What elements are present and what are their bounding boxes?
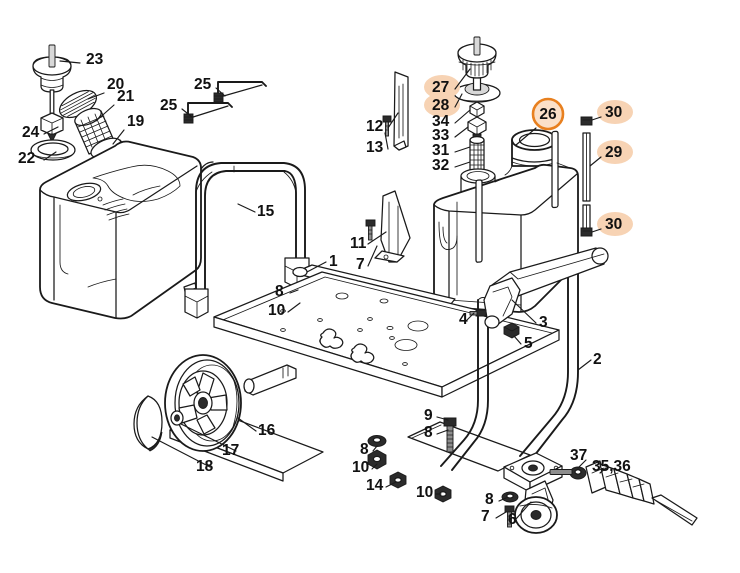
deck-stiffeners bbox=[319, 328, 375, 364]
part-1-base-frame bbox=[169, 264, 560, 482]
callout-27[interactable]: 27 bbox=[432, 79, 449, 96]
callout-29[interactable]: 29 bbox=[605, 144, 623, 161]
leader-lines bbox=[43, 60, 607, 520]
callout-3[interactable]: 3 bbox=[539, 314, 548, 331]
callout-37[interactable]: 37 bbox=[570, 447, 587, 464]
allen-wrench-lower bbox=[183, 102, 233, 124]
callout-highlight-soft bbox=[424, 75, 460, 99]
callout-19[interactable]: 19 bbox=[127, 113, 145, 130]
part-26-filler-neck bbox=[511, 129, 558, 167]
part-14-nut bbox=[389, 471, 407, 489]
callout-24[interactable]: 24 bbox=[22, 124, 40, 141]
callout-2[interactable]: 2 bbox=[593, 351, 602, 368]
callout-31[interactable]: 31 bbox=[432, 142, 450, 159]
callout-28[interactable]: 28 bbox=[432, 97, 450, 114]
callout-13[interactable]: 13 bbox=[366, 139, 384, 156]
callout-11[interactable]: 11 bbox=[350, 235, 367, 252]
callout-highlight-soft bbox=[424, 93, 460, 117]
part-22-ring bbox=[30, 139, 76, 161]
callout-17[interactable]: 17 bbox=[222, 442, 239, 459]
callout-35-36[interactable]: 35,36 bbox=[592, 458, 631, 475]
part-10-nut-a bbox=[367, 449, 387, 470]
callout-highlights bbox=[424, 75, 633, 236]
callout-32[interactable]: 32 bbox=[432, 157, 449, 174]
callout-10[interactable]: 10 bbox=[352, 459, 369, 476]
callout-highlight-soft bbox=[597, 140, 633, 164]
callout-16[interactable]: 16 bbox=[258, 422, 276, 439]
callout-18[interactable]: 18 bbox=[196, 458, 214, 475]
callout-34[interactable]: 34 bbox=[432, 113, 450, 130]
part-11-bracket bbox=[374, 190, 411, 263]
part-29-30-strap-rod bbox=[580, 116, 593, 237]
callout-33[interactable]: 33 bbox=[432, 127, 450, 144]
callout-23[interactable]: 23 bbox=[86, 51, 104, 68]
callout-10[interactable]: 10 bbox=[416, 484, 433, 501]
callout-highlight-soft bbox=[597, 212, 633, 236]
part-3-support-arm bbox=[483, 247, 609, 329]
callout-8[interactable]: 8 bbox=[360, 441, 369, 458]
callout-15[interactable]: 15 bbox=[257, 203, 275, 220]
callout-25[interactable]: 25 bbox=[160, 97, 178, 114]
right-tank-top-parts bbox=[453, 36, 501, 177]
left-tank-assembly bbox=[30, 44, 214, 320]
callout-highlight-soft bbox=[597, 100, 633, 124]
callout-4[interactable]: 4 bbox=[459, 311, 468, 328]
callout-26[interactable]: 26 bbox=[539, 106, 557, 123]
callout-21[interactable]: 21 bbox=[117, 88, 135, 105]
part-5-nut bbox=[503, 322, 520, 339]
part-2-frame-tubes bbox=[440, 263, 579, 471]
part-17-washer bbox=[170, 410, 184, 426]
part-7-screw-bottom bbox=[504, 505, 515, 528]
callout-8[interactable]: 8 bbox=[485, 491, 494, 508]
part-23-cap bbox=[32, 44, 72, 123]
callout-7[interactable]: 7 bbox=[481, 508, 490, 525]
part-27-strainer-cap bbox=[457, 36, 497, 79]
callout-30[interactable]: 30 bbox=[605, 104, 622, 121]
callout-7[interactable]: 7 bbox=[356, 256, 365, 273]
part-18-hub-cap bbox=[133, 395, 163, 452]
callout-22[interactable]: 22 bbox=[18, 150, 35, 167]
part-16-wheel bbox=[164, 354, 242, 452]
callout-25[interactable]: 25 bbox=[194, 76, 212, 93]
callout-highlight-ring bbox=[531, 97, 565, 131]
part-35-36-37-spring-rod bbox=[549, 460, 698, 526]
wheel-axle bbox=[243, 364, 297, 396]
part-13-screw bbox=[382, 115, 392, 137]
callout-5[interactable]: 5 bbox=[524, 335, 533, 352]
spring-coil bbox=[585, 460, 655, 505]
callout-9[interactable]: 9 bbox=[424, 407, 433, 424]
part-left-tank-body bbox=[39, 140, 202, 320]
callout-20[interactable]: 20 bbox=[107, 76, 124, 93]
callout-14[interactable]: 14 bbox=[366, 477, 384, 494]
part-34-nut bbox=[469, 101, 485, 118]
part-12-bracket bbox=[393, 71, 409, 151]
callout-8[interactable]: 8 bbox=[424, 424, 433, 441]
callout-12[interactable]: 12 bbox=[366, 118, 383, 135]
part-7-screw-left bbox=[365, 219, 376, 241]
part-8-washer-a bbox=[367, 435, 387, 447]
callout-8[interactable]: 8 bbox=[275, 283, 284, 300]
callout-10[interactable]: 10 bbox=[268, 302, 285, 319]
right-tank-body bbox=[433, 129, 579, 313]
callout-30[interactable]: 30 bbox=[605, 216, 622, 233]
part-24-fitting bbox=[40, 112, 64, 144]
callout-1[interactable]: 1 bbox=[329, 253, 338, 270]
part-10-nut-b bbox=[434, 485, 452, 503]
allen-wrench-upper bbox=[213, 81, 267, 103]
part-8-washer-b bbox=[501, 491, 519, 503]
part-25-allen-wrenches bbox=[183, 81, 267, 124]
callout-6[interactable]: 6 bbox=[508, 511, 517, 528]
